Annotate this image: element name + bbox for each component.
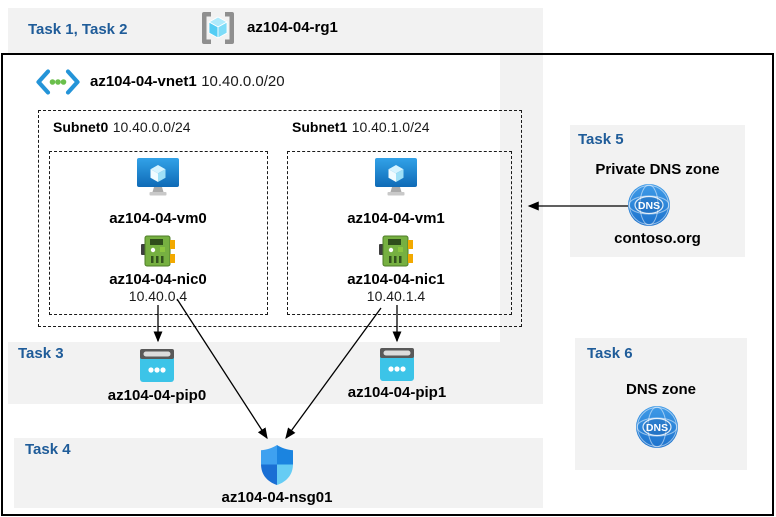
- subnet0-name: Subnet0: [53, 119, 109, 135]
- pip1-name: az104-04-pip1: [347, 384, 447, 401]
- task-4-label: Task 4: [25, 441, 71, 458]
- public-ip-icon: [140, 349, 174, 382]
- dns-badge-text: DNS: [646, 422, 668, 434]
- public-ip-icon: [380, 348, 414, 381]
- subnet1-dashed-box: [287, 151, 512, 315]
- nic0-name: az104-04-nic0: [109, 271, 207, 288]
- task-1-2-label: Task 1, Task 2: [28, 21, 128, 38]
- vm1-name: az104-04-vm1: [347, 210, 445, 227]
- subnet0-content: az104-04-vm0 az104-04-nic0 10.40.0.4: [68, 158, 248, 304]
- dns-globe-icon: DNS: [636, 406, 678, 448]
- dns-badge-text: DNS: [638, 200, 660, 212]
- subnet1-title: Subnet1 10.40.1.0/24: [292, 119, 430, 137]
- resource-group-name: az104-04-rg1: [247, 19, 338, 36]
- subnet0-cidr: 10.40.0.0/24: [112, 119, 191, 135]
- task-6-panel: [575, 338, 747, 470]
- nsg-name: az104-04-nsg01: [221, 489, 333, 506]
- vnet-title: az104-04-vnet1 10.40.0.0/20: [90, 73, 285, 91]
- subnet1-name: Subnet1: [292, 119, 348, 135]
- dns-zone-heading: DNS zone: [625, 381, 696, 398]
- subnet0-title: Subnet0 10.40.0.0/24: [53, 119, 191, 137]
- virtual-machine-icon: [375, 158, 417, 196]
- network-interface-icon: [141, 235, 175, 267]
- pip0-name: az104-04-pip0: [107, 387, 207, 404]
- task-5-label: Task 5: [578, 131, 624, 148]
- vm0-name: az104-04-vm0: [109, 210, 207, 227]
- subnet1-cidr: 10.40.1.0/24: [351, 119, 430, 135]
- nic1-ip: 10.40.1.4: [366, 288, 426, 304]
- task-6-label: Task 6: [587, 345, 633, 362]
- task-3-label: Task 3: [18, 345, 64, 362]
- nic1-name: az104-04-nic1: [347, 271, 445, 288]
- vnet-dashed-boundary: [38, 110, 522, 327]
- dns-globe-icon: DNS: [628, 184, 670, 226]
- virtual-network-icon: [36, 69, 80, 95]
- subnet1-content: az104-04-vm1 az104-04-nic1 10.40.1.4: [306, 158, 486, 304]
- vnet-cidr: 10.40.0.0/20: [201, 73, 285, 90]
- vnet-name: az104-04-vnet1: [90, 73, 197, 90]
- task-1-2-band: [8, 8, 543, 55]
- private-dns-zone-name: contoso.org: [614, 230, 701, 247]
- network-interface-icon: [379, 235, 413, 267]
- resource-group-icon: [202, 12, 234, 44]
- task-3-band: [8, 342, 543, 404]
- private-dns-zone-heading: Private DNS zone: [595, 161, 720, 178]
- nsg-shield-icon: [261, 445, 293, 485]
- nic0-ip: 10.40.0.4: [128, 288, 188, 304]
- virtual-machine-icon: [137, 158, 179, 196]
